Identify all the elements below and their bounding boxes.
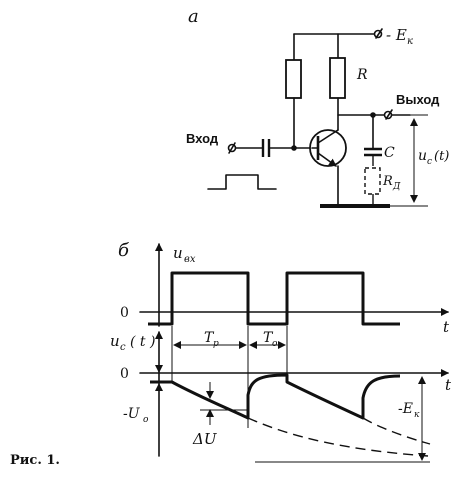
input-tick <box>228 142 236 154</box>
figure-caption: Рис. 1. <box>10 453 60 468</box>
u0-sub: о <box>143 415 149 425</box>
top-t-label: t <box>443 318 450 336</box>
base-node-dot <box>291 145 297 151</box>
part-b-label: б <box>118 240 130 261</box>
part-a-label: а <box>188 6 199 27</box>
output-label: Выход <box>396 92 440 107</box>
to-sub: о <box>272 339 278 349</box>
uc-graph-sub: с <box>120 342 126 353</box>
input-pulse-sketch <box>207 174 277 190</box>
resistor-rd-sub: Д <box>392 182 401 192</box>
u0-label: -U <box>123 406 141 422</box>
uc-asymptote-1 <box>247 417 429 457</box>
capacitor-c-label: C <box>384 145 395 161</box>
delta-u-label: ΔU <box>192 430 218 448</box>
uc-circuit-arg: (t) <box>434 149 449 164</box>
bottom-zero-label: 0 <box>120 366 129 382</box>
uin-sub: вх <box>184 254 196 265</box>
input-label: Вход <box>186 131 219 146</box>
transistor-collector <box>317 129 339 144</box>
supply-label-sub: к <box>407 36 413 47</box>
uin-label: u <box>173 244 183 262</box>
transistor-emitter <box>317 152 337 167</box>
uc-asymptote-2 <box>362 417 431 445</box>
supply-tick <box>375 28 383 39</box>
timing-diagrams: б u вх 0 t u с ( t ) 0 t T р T о <box>10 240 452 468</box>
uc-circuit-label: u <box>418 148 427 164</box>
resistor-r-label: R <box>356 67 368 83</box>
supply-label: - E <box>386 26 407 44</box>
collector-resistor <box>329 57 346 99</box>
input-pulse-train <box>148 271 400 326</box>
tp-label: T <box>204 330 215 346</box>
ek-graph-sub: к <box>414 410 420 420</box>
top-zero-label: 0 <box>120 305 129 321</box>
uc-graph-arg: ( t ) <box>130 334 155 350</box>
tp-sub: р <box>213 339 219 349</box>
output-tick <box>385 109 393 120</box>
leakage-resistor <box>364 167 381 195</box>
to-label: T <box>263 330 274 346</box>
uc-graph-label: u <box>110 332 120 350</box>
uc-circuit-sub: с <box>427 157 432 167</box>
ek-graph-label: -E <box>398 401 413 417</box>
uc-waveform <box>150 373 401 420</box>
bias-resistor <box>285 59 302 99</box>
resistor-rd-label: R <box>382 174 393 189</box>
circuit-diagram: а - E к R Выход Вход <box>186 6 449 208</box>
bottom-t-label: t <box>445 376 452 394</box>
